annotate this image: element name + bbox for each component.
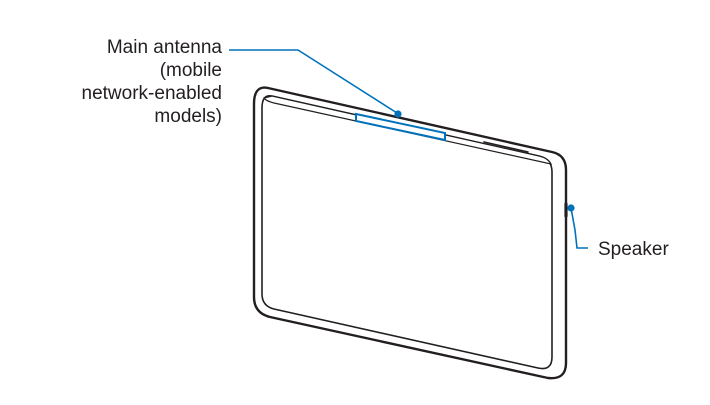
main-antenna-label-line2: (mobile bbox=[159, 60, 222, 81]
speaker-callout bbox=[567, 204, 588, 249]
main-antenna-label: Main antenna (mobile network-enabled mod… bbox=[82, 36, 222, 128]
main-antenna-callout-line bbox=[229, 49, 398, 114]
speaker-label: Speaker bbox=[598, 239, 669, 260]
main-antenna-label-line3: network-enabled bbox=[81, 83, 222, 104]
main-antenna-callout-dot bbox=[394, 110, 402, 118]
main-antenna-label-line1: Main antenna bbox=[106, 37, 222, 58]
speaker-callout-dot bbox=[567, 204, 575, 212]
main-antenna-highlight bbox=[355, 112, 446, 142]
main-antenna-callout bbox=[229, 49, 402, 118]
speaker-callout-line bbox=[570, 207, 588, 249]
main-antenna-label-line4: models) bbox=[154, 106, 222, 127]
tablet-side-button bbox=[483, 141, 529, 153]
tablet-rear-panel bbox=[261, 94, 553, 370]
